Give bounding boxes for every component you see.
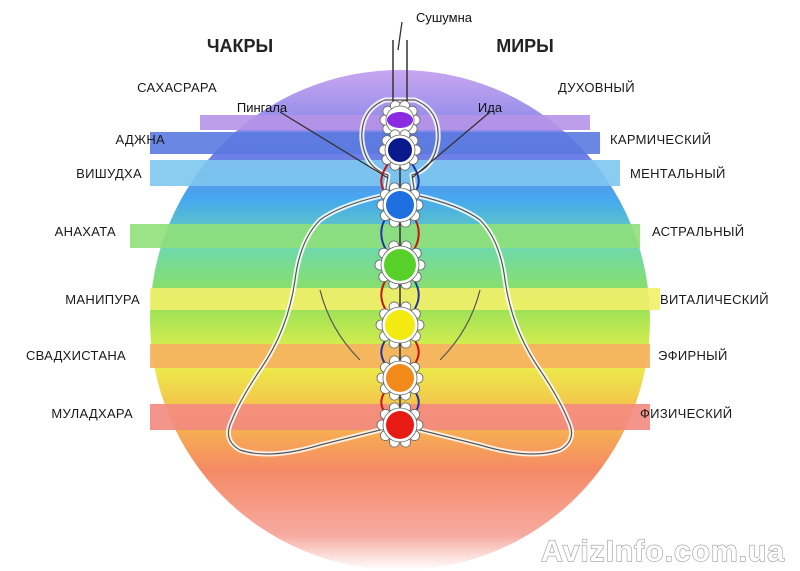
ida-label: Ида: [478, 100, 503, 115]
worlds-header: МИРЫ: [496, 36, 554, 56]
chakra-label-ajna: АДЖНА: [116, 132, 165, 147]
chakra-vishuddha: [376, 182, 424, 228]
band-karmic: [150, 132, 600, 154]
chakra-ajna: [378, 129, 422, 171]
world-label-vital: ВИТАЛИЧЕСКИЙ: [660, 292, 769, 307]
band-astral: [130, 224, 640, 248]
band-vital: [150, 288, 660, 310]
pingala-pointer: [279, 111, 389, 179]
world-label-astral: АСТРАЛЬНЫЙ: [652, 224, 744, 239]
chakra-circles: [374, 100, 426, 448]
chakra-anahata: [374, 240, 426, 290]
chakra-svadhisthana: [376, 355, 424, 401]
pingala-label: Пингала: [237, 100, 288, 115]
watermark: AvizInfo.com.ua: [541, 535, 785, 568]
chakra-label-sahasrara: САХАСРАРА: [137, 80, 217, 95]
chakra-core-manipura: [385, 310, 415, 340]
chakra-core-ajna: [388, 138, 412, 162]
chakra-label-svadhisthana: СВАДХИСТАНА: [26, 348, 126, 363]
chakra-label-manipura: МАНИПУРА: [65, 292, 140, 307]
sushumna-label: Сушумна: [416, 10, 473, 25]
figure-outline: [227, 99, 573, 455]
world-label-physical: ФИЗИЧЕСКИЙ: [640, 406, 732, 421]
chakra-core-muladhara: [386, 411, 414, 439]
world-label-mental: МЕНТАЛЬНЫЙ: [630, 166, 726, 181]
chakra-core-sahasrara: [387, 112, 413, 128]
chakra-label-anahata: АНАХАТА: [55, 224, 116, 239]
chakra-manipura: [375, 301, 425, 349]
ida-pointer: [411, 111, 491, 179]
world-label-karmic: КАРМИЧЕСКИЙ: [610, 132, 711, 147]
sushumna-pointer: [397, 21, 403, 51]
chakra-label-vishuddha: ВИШУДХА: [76, 166, 142, 181]
chakra-core-svadhisthana: [386, 364, 414, 392]
sphere-top-notch: [250, 20, 550, 77]
world-label-spiritual: ДУХОВНЫЙ: [558, 80, 635, 95]
chakras-header: ЧАКРЫ: [207, 36, 273, 56]
chakra-label-muladhara: МУЛАДХАРА: [51, 406, 133, 421]
world-label-etheric: ЭФИРНЫЙ: [658, 348, 728, 363]
chakra-core-vishuddha: [386, 191, 414, 219]
chakra-core-anahata: [384, 249, 416, 281]
chakra-muladhara: [376, 402, 424, 448]
